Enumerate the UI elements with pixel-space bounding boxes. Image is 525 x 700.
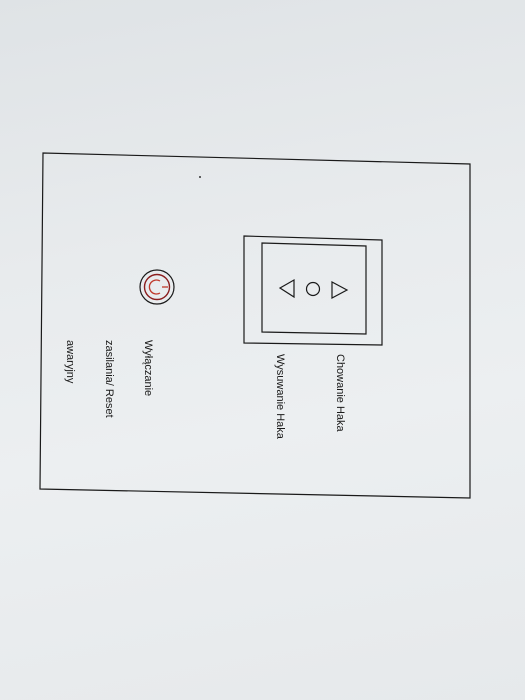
- hook-control-outer-frame: [243, 235, 383, 346]
- emergency-button-outer-ring: [139, 269, 175, 305]
- hook-retract-label: Chowanie Haka: [334, 354, 346, 432]
- triangle-left-icon: [278, 278, 295, 299]
- emergency-label-line3: awaryjny: [64, 340, 76, 384]
- hook-extend-button[interactable]: [278, 278, 295, 299]
- panel-frame: [39, 152, 471, 499]
- hook-control-inner-frame: [261, 242, 367, 335]
- emergency-button-inner-ring: [143, 273, 171, 301]
- triangle-right-icon: [331, 281, 349, 299]
- emergency-stop-button[interactable]: [139, 269, 175, 305]
- emergency-label: Wyłączanie zasilania/ Reset awaryjny: [37, 340, 180, 418]
- hook-retract-button[interactable]: [331, 281, 349, 299]
- emergency-label-line2: zasilania/ Reset: [103, 340, 115, 418]
- hook-stop-button[interactable]: [305, 281, 321, 297]
- emergency-label-line1: Wyłączanie: [142, 340, 154, 397]
- stray-mark: [199, 176, 201, 178]
- emergency-stop-icon: [148, 279, 161, 295]
- circle-icon: [305, 281, 321, 297]
- hook-extend-label: Wysuwanie Haka: [274, 354, 286, 439]
